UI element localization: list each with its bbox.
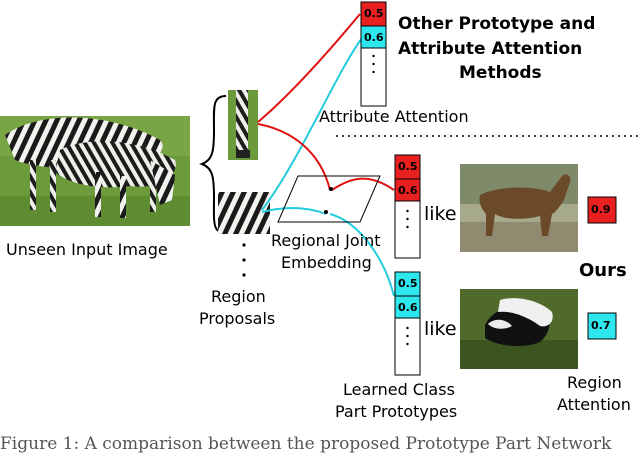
figure-caption: Figure 1: A comparison between the propo… xyxy=(0,434,612,454)
horse-score-value: 0.9 xyxy=(591,203,611,216)
prototypes-label-line-1: Learned Class xyxy=(343,380,455,399)
like-label-skunk: like xyxy=(424,318,457,340)
bottom-vector-value-2: 0.6 xyxy=(398,301,418,314)
region-crop-leg xyxy=(228,90,258,160)
attribute-attention-label: Attribute Attention xyxy=(319,107,469,126)
skunk-score-box xyxy=(587,312,617,340)
region-proposals-line-2: Proposals xyxy=(199,309,276,328)
region-attention-line-1: Region xyxy=(567,373,622,392)
region-attention-line-2: Attention xyxy=(557,395,631,414)
joint-embedding-line-1: Regional Joint xyxy=(271,231,381,250)
cyan-line-to-top-vector xyxy=(261,37,363,211)
proposal-ellipsis xyxy=(242,243,246,277)
top-vector-value-1: 0.5 xyxy=(364,7,384,20)
middle-vector-value-1: 0.5 xyxy=(398,160,418,173)
region-proposals-line-1: Region xyxy=(211,287,266,306)
red-line-to-embedding xyxy=(257,123,331,191)
other-methods-line-2: Attribute Attention xyxy=(398,39,583,59)
input-image-label: Unseen Input Image xyxy=(6,240,168,259)
bottom-vector-value-1: 0.5 xyxy=(398,277,418,290)
horse-image xyxy=(460,164,578,252)
cyan-line-to-prototype xyxy=(329,213,395,297)
skunk-score-value: 0.7 xyxy=(591,319,611,332)
top-vector-value-2: 0.6 xyxy=(364,31,384,44)
middle-vector-value-2: 0.6 xyxy=(398,184,418,197)
region-brace xyxy=(199,95,227,234)
red-line-to-top-vector xyxy=(257,13,361,123)
other-methods-line-1: Other Prototype and xyxy=(398,14,596,34)
top-attention-vector xyxy=(360,1,387,107)
red-line-to-prototype xyxy=(331,177,395,191)
joint-embedding-line-2: Embedding xyxy=(281,253,372,272)
joint-embedding-plane xyxy=(277,175,381,223)
region-crop-body xyxy=(218,192,270,234)
prototype-vector-skunk xyxy=(394,271,421,376)
prototypes-label-line-2: Part Prototypes xyxy=(335,402,458,421)
horse-score-box xyxy=(587,196,617,224)
prototype-vector-horse xyxy=(394,154,421,259)
cyan-line-to-embedding xyxy=(261,206,327,215)
skunk-image xyxy=(460,289,578,369)
ours-label: Ours xyxy=(579,260,627,281)
zebra-input-image xyxy=(0,116,190,226)
other-methods-line-3: Methods xyxy=(459,63,542,83)
like-label-horse: like xyxy=(424,203,457,225)
